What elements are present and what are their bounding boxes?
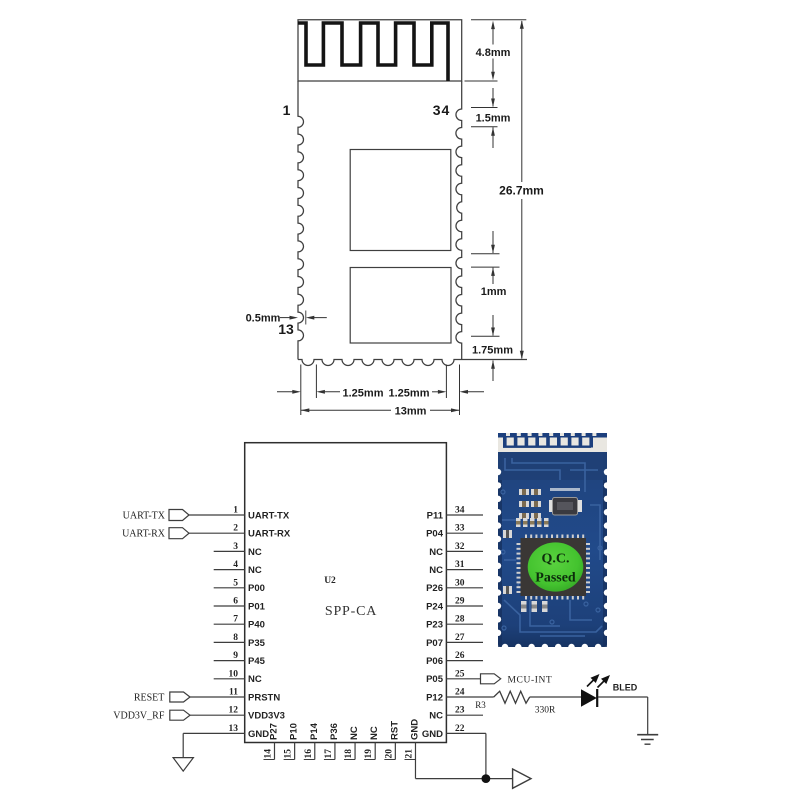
svg-text:P07: P07 [426,638,443,649]
svg-text:6: 6 [233,597,238,607]
svg-text:NC: NC [429,547,443,558]
svg-text:13: 13 [229,724,239,734]
svg-text:VDD3V3: VDD3V3 [248,711,285,722]
svg-text:3: 3 [233,542,238,552]
svg-text:1: 1 [233,506,238,516]
svg-text:RST: RST [389,721,400,740]
svg-text:P35: P35 [248,638,266,649]
svg-text:P40: P40 [248,620,265,631]
svg-text:34: 34 [433,102,451,118]
svg-text:1.25mm: 1.25mm [343,388,384,400]
svg-text:BLED: BLED [613,683,638,693]
svg-text:16: 16 [304,749,314,759]
svg-text:9: 9 [233,651,238,661]
svg-text:GND: GND [248,729,269,740]
svg-text:34: 34 [455,506,465,516]
svg-text:P24: P24 [426,601,444,612]
svg-text:NC: NC [429,565,443,576]
svg-text:P14: P14 [309,722,320,740]
svg-text:P27: P27 [269,723,280,740]
svg-text:1.25mm: 1.25mm [389,388,430,400]
svg-text:33: 33 [455,524,465,534]
svg-text:26.7mm: 26.7mm [499,184,544,198]
svg-text:15: 15 [284,749,294,759]
svg-text:2: 2 [233,524,238,534]
svg-text:19: 19 [364,749,374,759]
svg-text:P10: P10 [289,723,300,740]
svg-text:P00: P00 [248,583,265,594]
svg-text:330R: 330R [535,706,556,716]
svg-text:28: 28 [455,615,465,625]
svg-text:P45: P45 [248,656,266,667]
svg-text:UART-TX: UART-TX [248,510,290,521]
svg-text:P01: P01 [248,601,266,612]
svg-text:P04: P04 [426,529,444,540]
svg-text:23: 23 [455,706,465,716]
svg-text:R3: R3 [475,700,486,710]
svg-text:10: 10 [229,669,239,679]
svg-text:Passed: Passed [535,571,576,586]
svg-text:8: 8 [233,633,238,643]
svg-text:P05: P05 [426,674,444,685]
svg-text:11: 11 [229,688,238,698]
svg-text:1.75mm: 1.75mm [472,345,513,357]
svg-text:UART-RX: UART-RX [122,529,166,540]
svg-text:PRSTN: PRSTN [248,692,280,703]
svg-text:32: 32 [455,542,465,552]
svg-text:NC: NC [248,674,262,685]
svg-text:P23: P23 [426,620,443,631]
svg-text:20: 20 [384,749,394,759]
svg-text:0.5mm: 0.5mm [246,313,281,325]
svg-text:24: 24 [455,688,465,698]
svg-text:1: 1 [283,102,291,118]
svg-text:14: 14 [264,749,274,759]
svg-text:UART-TX: UART-TX [123,511,166,522]
svg-text:27: 27 [455,633,465,643]
svg-text:5: 5 [233,578,238,588]
svg-text:P06: P06 [426,656,443,667]
svg-text:GND: GND [422,729,443,740]
svg-text:4.8mm: 4.8mm [476,47,511,59]
svg-text:13mm: 13mm [395,406,427,418]
svg-text:U2: U2 [324,576,336,586]
svg-text:26: 26 [455,651,465,661]
svg-text:7: 7 [233,615,238,625]
svg-text:25: 25 [455,669,465,679]
svg-text:P36: P36 [329,723,340,740]
svg-text:UART-RX: UART-RX [248,529,291,540]
svg-text:Q.C.: Q.C. [542,552,570,567]
svg-text:30: 30 [455,578,465,588]
svg-text:VDD3V_RF: VDD3V_RF [113,711,165,722]
svg-text:P12: P12 [426,692,443,703]
svg-text:GND: GND [409,719,420,740]
svg-text:21: 21 [404,749,414,759]
svg-text:NC: NC [429,711,443,722]
svg-text:18: 18 [344,749,354,759]
svg-text:31: 31 [455,560,465,570]
svg-text:RESET: RESET [134,693,165,704]
svg-text:NC: NC [248,565,262,576]
svg-text:NC: NC [248,547,262,558]
svg-text:29: 29 [455,597,465,607]
svg-text:P26: P26 [426,583,443,594]
svg-text:17: 17 [324,749,334,759]
svg-text:SPP-CA: SPP-CA [325,604,377,619]
svg-text:1mm: 1mm [481,286,507,298]
svg-text:NC: NC [349,726,360,740]
svg-text:22: 22 [455,724,465,734]
svg-text:4: 4 [233,560,238,570]
svg-text:1.5mm: 1.5mm [476,113,511,125]
svg-text:12: 12 [229,706,239,716]
svg-text:P11: P11 [427,510,444,521]
svg-text:MCU-INT: MCU-INT [508,676,553,686]
svg-text:13: 13 [278,321,294,337]
svg-text:NC: NC [369,726,380,740]
